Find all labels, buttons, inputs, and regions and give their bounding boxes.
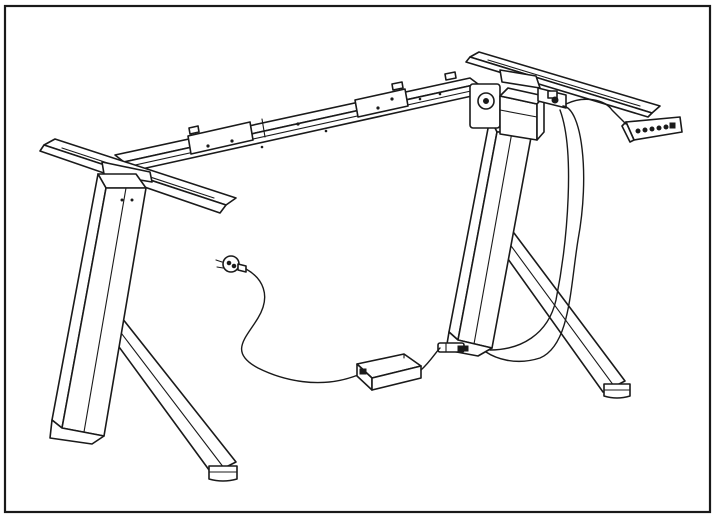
outer-frame-border (3, 4, 712, 514)
left-column (49, 173, 147, 445)
handset-cable (565, 98, 627, 125)
motor-housing (469, 83, 545, 141)
right-foot-pad (603, 383, 631, 399)
right-column (445, 117, 533, 357)
handset-controller (621, 116, 683, 143)
power-cable (241, 268, 359, 384)
power-plug (215, 255, 247, 273)
crossbar (114, 71, 482, 173)
control-to-adapter-cable (485, 105, 585, 362)
cable-connector (437, 342, 469, 353)
control-to-adapter-cable-2 (489, 109, 570, 351)
left-diagonal-brace (102, 317, 237, 475)
right-foot-beam (465, 51, 661, 118)
power-adapter (356, 353, 422, 391)
right-diagonal-brace (497, 232, 626, 393)
left-foot-pad (208, 465, 238, 482)
adapter-output-cable (420, 347, 441, 371)
control-box (537, 87, 567, 109)
